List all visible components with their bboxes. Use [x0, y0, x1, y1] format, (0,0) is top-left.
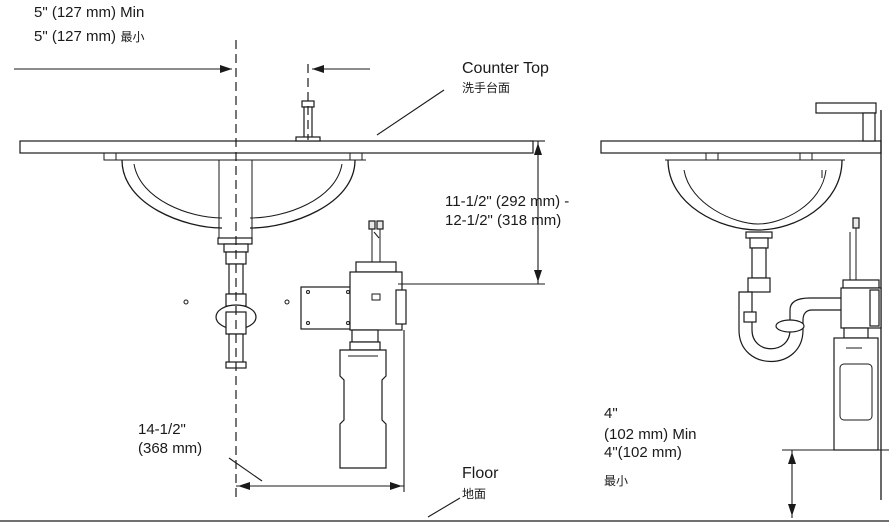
- height-dimension-line2: 12-1/2" (318 mm): [445, 212, 562, 229]
- sink-bowl-side: [665, 152, 845, 231]
- dim-height: [398, 140, 545, 285]
- battery-pack-side: [833, 327, 879, 451]
- floor-clearance-line1: 4": [604, 405, 618, 422]
- min-offset-label: 5" (127 mm) Min: [34, 4, 145, 21]
- floor-leader: [427, 497, 461, 518]
- counter-top-label-cn: 洗手台面: [462, 81, 511, 95]
- dim-5in: [14, 65, 370, 73]
- floor-label: Floor: [462, 465, 499, 482]
- counter-top-slab: [19, 140, 534, 154]
- dim-floor-clearance: [782, 449, 889, 518]
- floor-clearance-line3: 4"(102 mm): [604, 444, 682, 461]
- counter-top-leader: [376, 89, 445, 136]
- control-box-side: [840, 217, 882, 329]
- sink-bowl-front: [103, 152, 366, 239]
- counter-top-label: Counter Top: [462, 60, 549, 77]
- battery-pack-front: [339, 341, 387, 469]
- horizontal-dimension-line1: 14-1/2": [138, 421, 186, 438]
- floor-clearance-cn: 最小: [604, 474, 629, 488]
- dim-horizontal: [228, 330, 405, 492]
- floor-clearance-line2: (102 mm) Min: [604, 426, 697, 443]
- p-trap-side: [738, 231, 846, 362]
- control-box-front: [300, 220, 407, 343]
- faucet-side: [815, 102, 877, 142]
- min-offset-bilingual-en: 5" (127 mm): [34, 28, 117, 45]
- min-offset-bilingual: 5" (127 mm) 最小: [34, 28, 144, 46]
- min-offset-bilingual-cn: 最小: [120, 30, 145, 44]
- height-dimension-line1: 11-1/2" (292 mm) -: [445, 193, 570, 210]
- horizontal-dimension-line2: (368 mm): [138, 440, 203, 457]
- floor-label-cn: 地面: [462, 487, 487, 501]
